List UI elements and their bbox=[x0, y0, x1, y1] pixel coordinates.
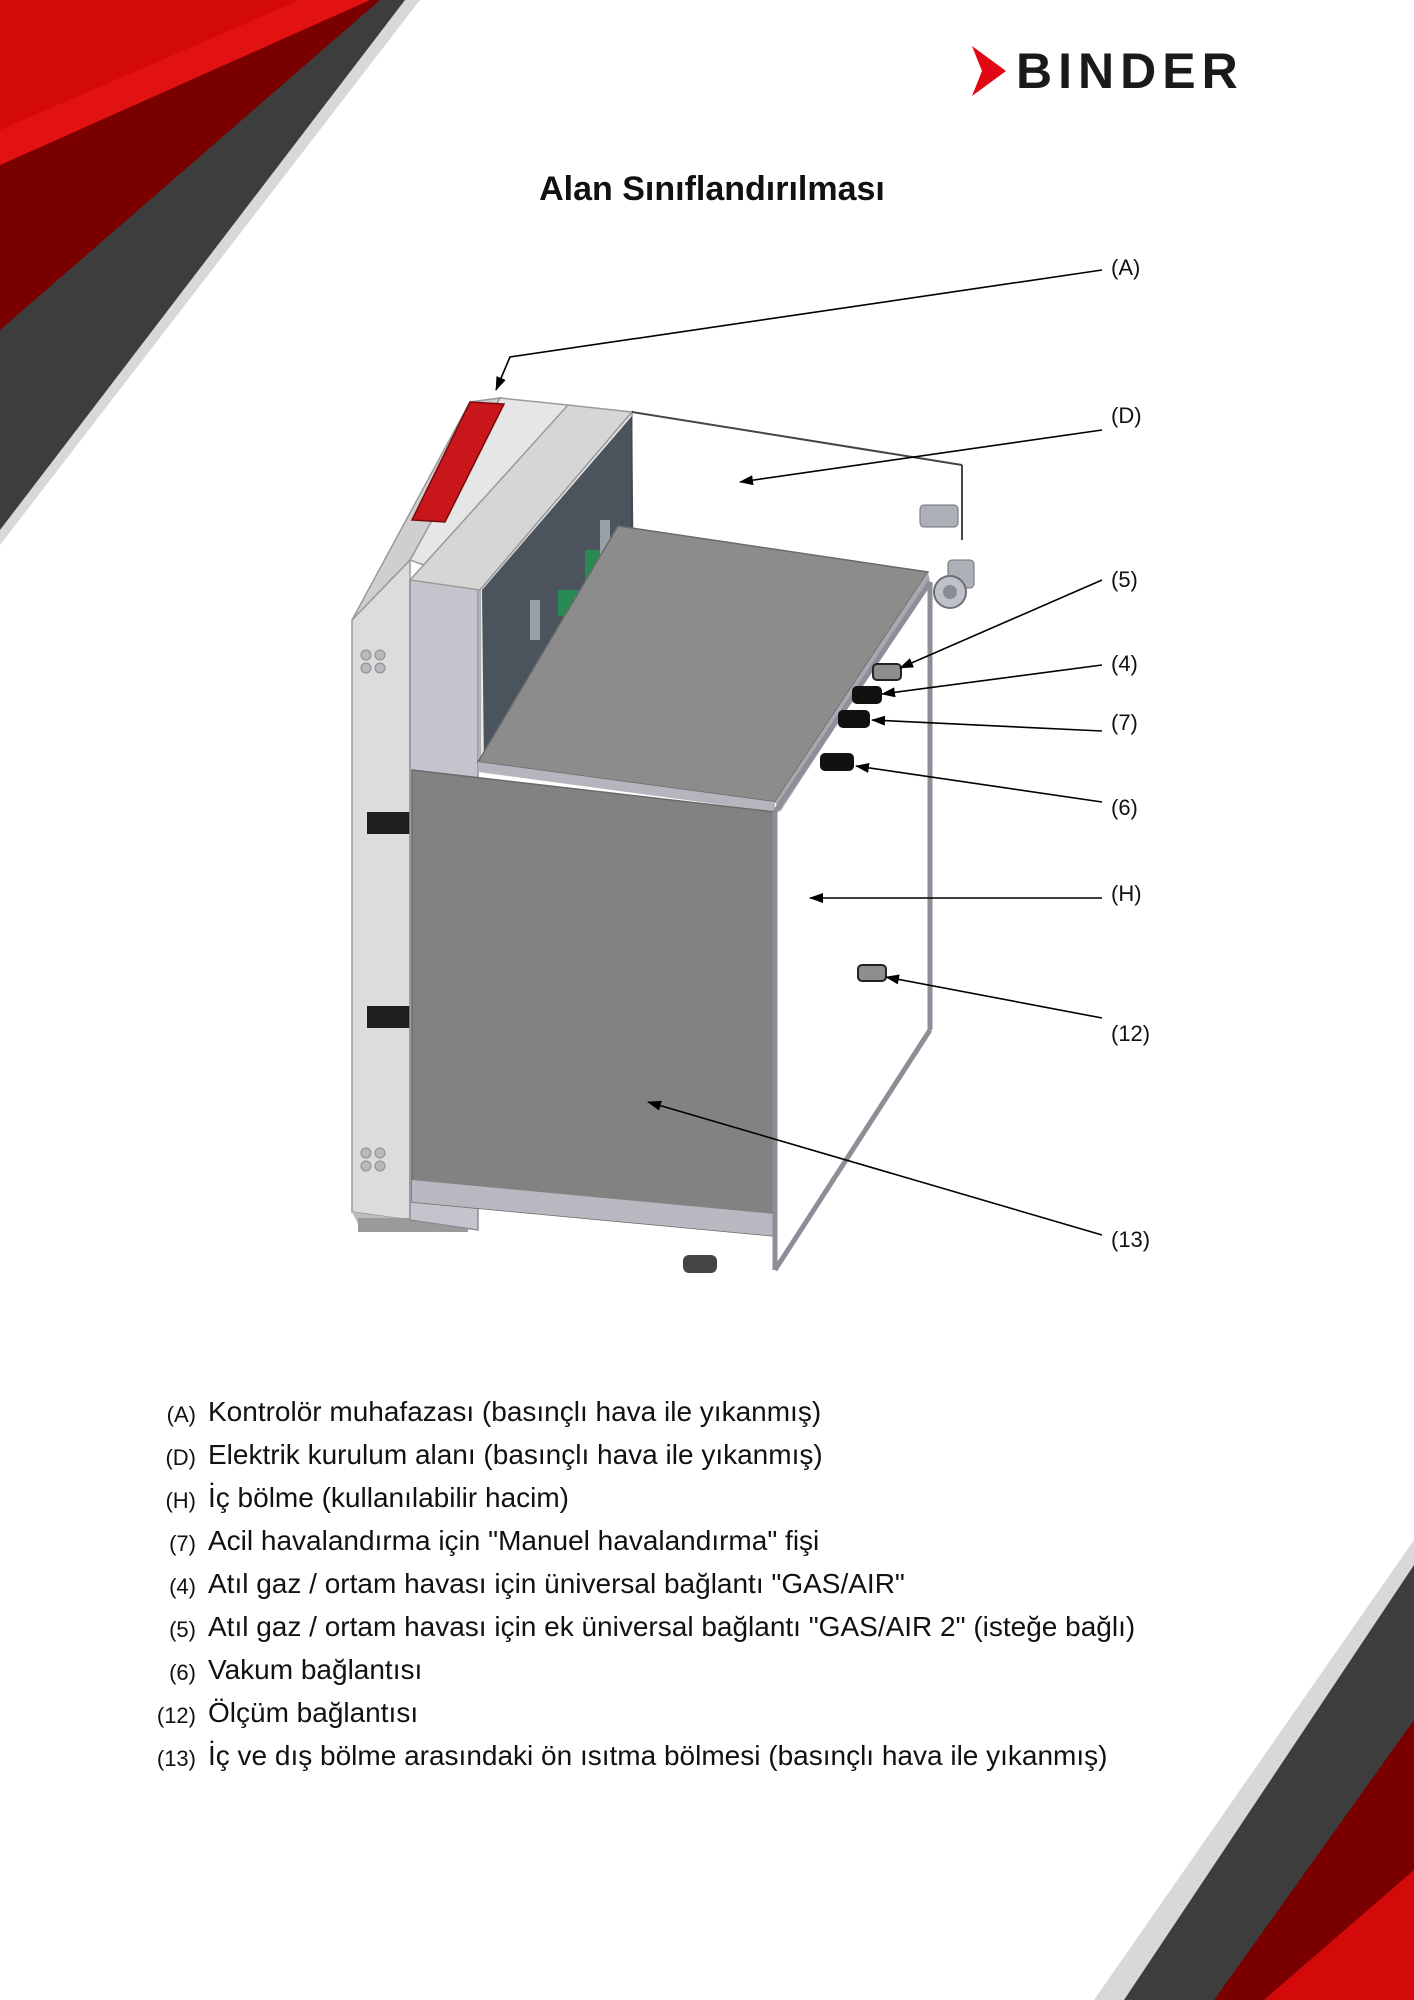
legend-ref: (5) bbox=[169, 1616, 196, 1642]
legend-text: Elektrik kurulum alanı (basınçlı hava il… bbox=[208, 1438, 823, 1470]
leader-lines bbox=[495, 269, 1103, 1236]
legend-item: (7) Acil havalandırma için "Manuel haval… bbox=[0, 1519, 819, 1562]
leader-A bbox=[495, 269, 1103, 391]
callout-A: (A) bbox=[1111, 255, 1141, 280]
port-gas-air bbox=[852, 686, 882, 704]
port-vacuum bbox=[820, 753, 854, 771]
legend-item: (6) Vakum bağlantısı bbox=[0, 1648, 422, 1691]
port-measurement bbox=[857, 964, 887, 982]
binder-logo-text: BINDER bbox=[1016, 43, 1244, 99]
legend-ref: (13) bbox=[156, 1745, 196, 1771]
legend-text: İç bölme (kullanılabilir hacim) bbox=[208, 1481, 570, 1513]
callout-5: (5) bbox=[1111, 567, 1138, 592]
connection-ports bbox=[820, 663, 902, 982]
legend-item: (13) İç ve dış bölme arasındaki ön ısıtm… bbox=[0, 1734, 1108, 1777]
port-manual-vent bbox=[838, 710, 870, 728]
callout-D: (D) bbox=[1111, 403, 1142, 428]
legend-ref: (A) bbox=[166, 1401, 196, 1427]
page-title: Alan Sınıflandırılması bbox=[539, 170, 885, 208]
legend-ref: (4) bbox=[169, 1573, 196, 1599]
port-gas-air-2 bbox=[872, 663, 902, 681]
preheating-chamber bbox=[411, 769, 776, 1237]
leader-7 bbox=[871, 715, 1103, 732]
leader-12 bbox=[885, 974, 1103, 1019]
leader-6 bbox=[855, 762, 1103, 803]
cabinet-foot bbox=[683, 1255, 717, 1273]
legend-ref: (H) bbox=[165, 1487, 196, 1513]
callout-13: (13) bbox=[1111, 1227, 1151, 1252]
legend-text: Vakum bağlantısı bbox=[208, 1653, 423, 1685]
binder-logo-mark-icon bbox=[972, 46, 1006, 96]
legend-ref: (6) bbox=[169, 1659, 196, 1685]
legend-text: İç ve dış bölme arasındaki ön ısıtma böl… bbox=[208, 1739, 1108, 1771]
leader-13 bbox=[647, 1100, 1103, 1236]
legend-ref: (D) bbox=[165, 1444, 196, 1470]
legend-item: (12) Ölçüm bağlantısı bbox=[0, 1691, 418, 1734]
legend-item: (D) Elektrik kurulum alanı (basınçlı hav… bbox=[0, 1433, 823, 1476]
legend-text: Atıl gaz / ortam havası için ek üniversa… bbox=[208, 1610, 1136, 1642]
binder-logo: BINDER bbox=[972, 42, 1244, 100]
callout-12: (12) bbox=[1111, 1021, 1151, 1046]
cabinet-diagram bbox=[351, 269, 1103, 1273]
legend-item: (4) Atıl gaz / ortam havası için ünivers… bbox=[0, 1562, 905, 1605]
leader-5 bbox=[899, 579, 1103, 669]
legend-text: Kontrolör muhafazası (basınçlı hava ile … bbox=[208, 1395, 822, 1427]
rear-fitting bbox=[919, 504, 975, 609]
callout-6: (6) bbox=[1111, 795, 1138, 820]
callout-4: (4) bbox=[1111, 651, 1138, 676]
legend-item: (A) Kontrolör muhafazası (basınçlı hava … bbox=[0, 1390, 821, 1433]
legend-item: (5) Atıl gaz / ortam havası için ek üniv… bbox=[0, 1605, 1135, 1648]
legend-ref: (12) bbox=[156, 1702, 196, 1728]
legend-text: Acil havalandırma için "Manuel havalandı… bbox=[208, 1524, 820, 1556]
legend-item: (H) İç bölme (kullanılabilir hacim) bbox=[0, 1476, 569, 1519]
legend-text: Ölçüm bağlantısı bbox=[208, 1696, 419, 1728]
leader-4 bbox=[881, 664, 1103, 698]
corner-decoration-bottom-right bbox=[1094, 1540, 1414, 2000]
callout-H: (H) bbox=[1111, 881, 1142, 906]
leader-D bbox=[739, 429, 1103, 486]
legend-text: Atıl gaz / ortam havası için üniversal b… bbox=[208, 1567, 905, 1599]
cabinet-right-frame bbox=[772, 580, 933, 1272]
corner-decoration-top-left bbox=[0, 0, 420, 545]
callout-7: (7) bbox=[1111, 710, 1138, 735]
legend-ref: (7) bbox=[169, 1530, 196, 1556]
